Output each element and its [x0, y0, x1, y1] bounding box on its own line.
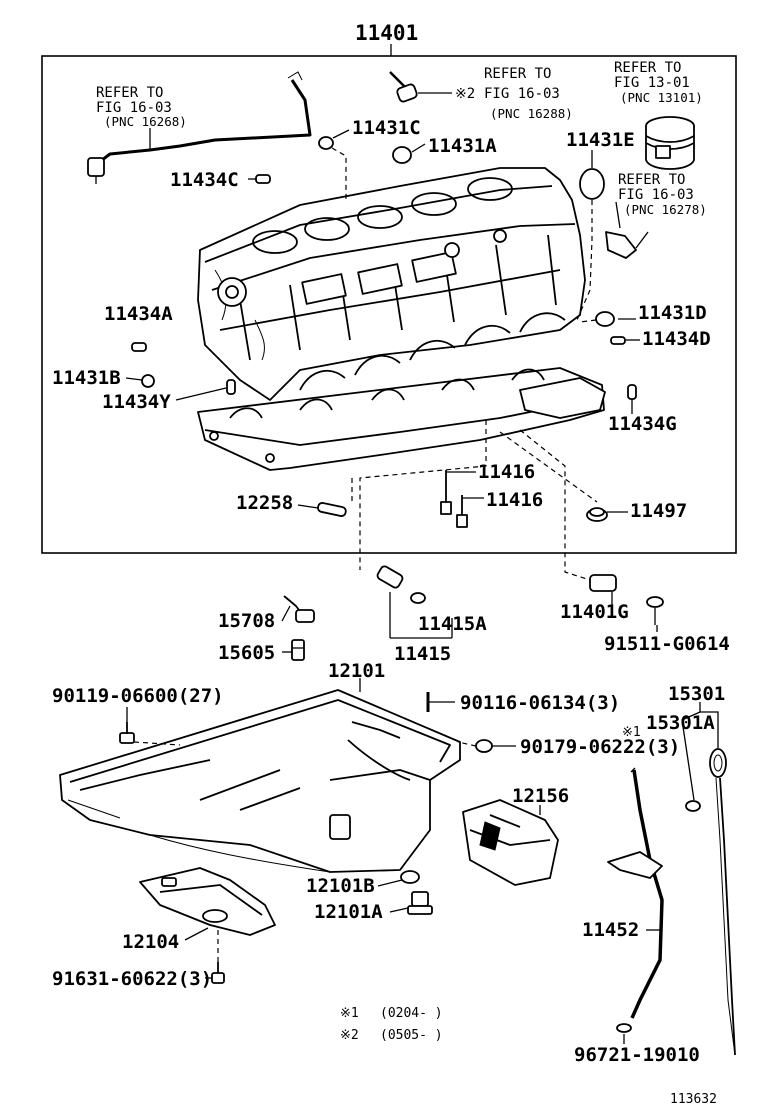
ref-13101-line1: REFER TO — [614, 60, 681, 76]
label-12156: 12156 — [512, 785, 569, 807]
label-11434D: 11434D — [642, 328, 711, 350]
label-11401G: 11401G — [560, 601, 629, 623]
figure-id: 113632 — [670, 1092, 717, 1107]
label-11434Y: 11434Y — [102, 391, 171, 413]
dash-11431E — [576, 200, 593, 321]
bolt-91631 — [211, 930, 225, 984]
pin-11434C — [255, 174, 271, 184]
bolt-90119 — [119, 722, 181, 746]
label-11452: 11452 — [582, 919, 639, 941]
stud-90116 — [426, 692, 455, 712]
union-fitting — [605, 231, 649, 259]
oil-strainer — [139, 867, 276, 936]
dash-11431D — [579, 319, 597, 323]
drain-plug-12101A — [407, 891, 433, 915]
label-91511: 91511-G0614 — [604, 633, 730, 655]
bearing-ladder-frame — [197, 367, 606, 471]
ref-16288-line3: (PNC 16288) — [490, 106, 573, 121]
label-11497: 11497 — [630, 500, 687, 522]
elbow-fitting — [389, 71, 452, 103]
label-12101B: 12101B — [306, 875, 375, 897]
oil-pressure-switch — [376, 565, 453, 639]
pin-11434Y — [226, 379, 236, 395]
bolt-11416-a — [440, 470, 452, 515]
ref-16288-line1: REFER TO — [484, 66, 551, 82]
label-11431B: 11431B — [52, 367, 121, 389]
label-90116: 90116-06134(3) — [460, 692, 620, 714]
label-12258: 12258 — [236, 492, 293, 514]
label-90119: 90119-06600(27) — [52, 685, 224, 707]
ref-16278-line3: (PNC 16278) — [624, 202, 707, 217]
bolt-11416-b — [456, 495, 468, 528]
label-11434G: 11434G — [608, 413, 677, 435]
label-11434A: 11434A — [104, 303, 173, 325]
plug-11431D — [595, 311, 615, 327]
cylinder-block — [197, 167, 586, 401]
ref-16288-mark: ※2 — [455, 86, 475, 102]
label-12104: 12104 — [122, 931, 179, 953]
label-11431D: 11431D — [638, 302, 707, 324]
label-15301A: 15301A — [646, 712, 715, 734]
ref-16268-line2: FIG 16-03 — [96, 100, 172, 116]
label-11401: 11401 — [355, 21, 418, 45]
label-11431A: 11431A — [428, 135, 497, 157]
dipstick — [685, 748, 736, 1056]
ref-16278-line2: FIG 16-03 — [618, 187, 694, 203]
label-12101: 12101 — [328, 660, 385, 682]
ref-13101-line2: FIG 13-01 — [614, 75, 690, 91]
dipstick-guide — [607, 767, 664, 1033]
ref-16268-line3: (PNC 16268) — [104, 114, 187, 129]
plug-11431B — [141, 374, 155, 388]
label-96721: 96721-19010 — [574, 1044, 700, 1066]
mark-15301A: ※1 — [622, 725, 641, 740]
ref-13101-line3: (PNC 13101) — [620, 90, 703, 105]
drain-cock-11401G — [589, 574, 664, 625]
dash-11497 — [499, 431, 598, 503]
baffle-plate — [462, 799, 559, 886]
dash-block-bottom — [359, 420, 487, 570]
sensor-15708 — [283, 595, 315, 623]
ref-16278-line1: REFER TO — [618, 172, 685, 188]
dash-11431C — [331, 147, 347, 200]
leader-lines — [125, 128, 719, 1044]
label-11431C: 11431C — [352, 117, 421, 139]
label-11434C: 11434C — [170, 169, 239, 191]
note-2-mark: ※2 — [340, 1028, 359, 1043]
pin-12258 — [317, 502, 347, 517]
note-1-mark: ※1 — [340, 1006, 359, 1021]
nut-11497 — [586, 507, 608, 522]
block-group-frame — [41, 55, 737, 554]
label-11415A: 11415A — [418, 613, 487, 635]
label-11415: 11415 — [394, 643, 451, 665]
label-15708: 15708 — [218, 610, 275, 632]
plug-11431A — [392, 146, 412, 164]
label-15605: 15605 — [218, 642, 275, 664]
label-91631: 91631-60622(3) — [52, 968, 212, 990]
label-15301: 15301 — [668, 683, 725, 705]
label-90179: 90179-06222(3) — [520, 736, 680, 758]
oil-pan — [59, 689, 461, 873]
label-11431E: 11431E — [566, 129, 635, 151]
pin-11434G — [627, 384, 637, 400]
plug-15605 — [291, 639, 305, 661]
oil-pipe — [87, 71, 312, 184]
plug-11431E — [579, 168, 605, 200]
piston — [645, 116, 695, 170]
note-2-text: (0505- ) — [380, 1028, 443, 1043]
label-11416-a: 11416 — [478, 461, 535, 483]
nut-90179 — [457, 739, 516, 753]
pin-11434A — [131, 342, 147, 352]
label-11416-b: 11416 — [486, 489, 543, 511]
gasket-12101B — [400, 870, 420, 884]
ref-16288-line2: FIG 16-03 — [484, 86, 560, 102]
ref-16268-line1: REFER TO — [96, 85, 163, 101]
label-12101A: 12101A — [314, 901, 383, 923]
dash-11401G — [519, 429, 591, 581]
pin-11434D — [610, 336, 626, 345]
plug-11431C — [318, 136, 334, 150]
note-1-text: (0204- ) — [380, 1006, 443, 1021]
